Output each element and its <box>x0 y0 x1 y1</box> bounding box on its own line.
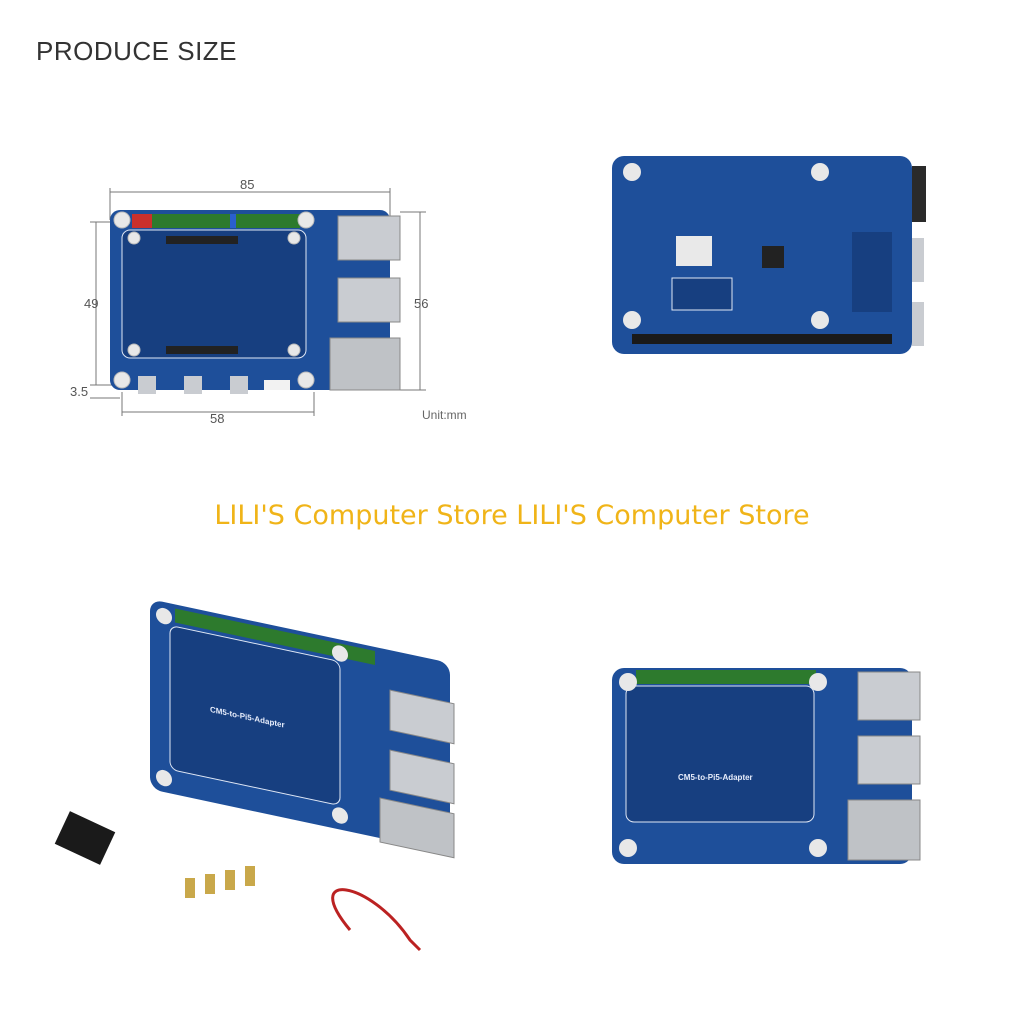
page-title: PRODUCE SIZE <box>36 36 238 66</box>
unit-label: Unit:mm <box>422 408 467 422</box>
dim-hole-offset: 3.5 <box>70 384 88 399</box>
standoff-kit <box>185 866 255 898</box>
cable <box>331 888 422 952</box>
gpio-header <box>132 214 300 228</box>
ethernet-port <box>329 337 401 391</box>
usb3-port <box>337 277 401 323</box>
store-watermark: LILI'S Computer Store LILI'S Computer St… <box>214 500 810 531</box>
board-top-view: CM5-to-Pi5-Adapter <box>612 664 930 874</box>
dimension-drawing-panel: 85 49 56 3.5 58 Unit:mm <box>60 177 480 430</box>
angled-view-with-accessories: CM5-to-Pi5-Adapter <box>50 580 460 980</box>
fan-module <box>54 811 116 865</box>
usb2-port <box>337 215 401 261</box>
dim-height-right: 56 <box>414 296 428 311</box>
dim-hole-spacing: 58 <box>210 411 224 426</box>
dim-height-left: 49 <box>84 296 98 311</box>
board-name-label-top: CM5-to-Pi5-Adapter <box>678 773 753 782</box>
board-bottom-view <box>612 152 930 358</box>
dim-width: 85 <box>240 180 254 192</box>
dimension-drawing: 85 49 56 3.5 58 <box>70 177 428 426</box>
